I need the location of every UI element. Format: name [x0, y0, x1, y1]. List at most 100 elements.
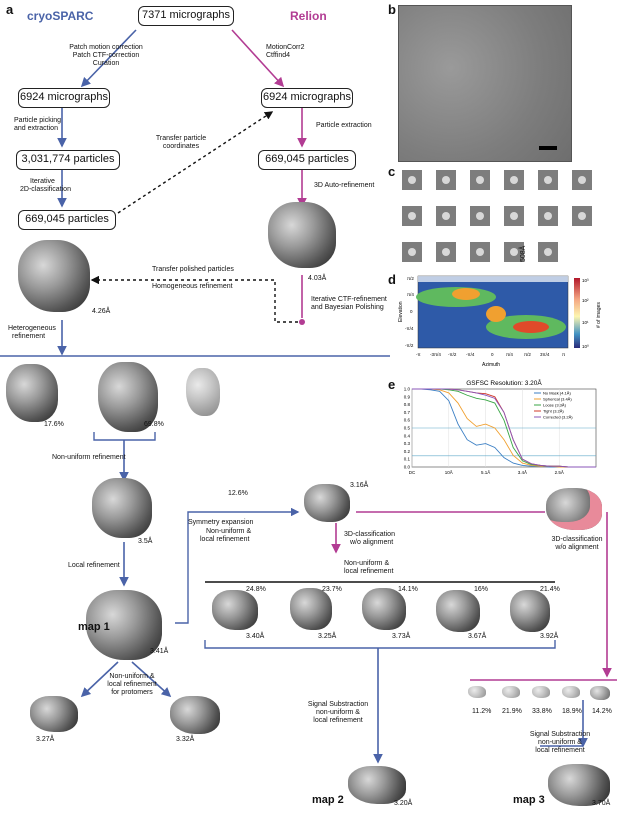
step-patch-motion: Patch motion correction — [69, 44, 143, 51]
density-map-3 — [548, 764, 610, 806]
fsc-ytick-label: 0.2 — [404, 449, 411, 454]
pct-21-4: 21.4% — [540, 586, 560, 593]
res-3-25: 3.25Å — [318, 633, 337, 640]
density-mini-14-2 — [590, 686, 610, 700]
step-and-extraction: and extraction — [14, 125, 58, 132]
fsc-ytick-label: 1.0 — [404, 387, 411, 392]
class-average — [572, 206, 592, 226]
step-nu-local-2: local refinement — [200, 536, 250, 543]
fsc-ytick-label: 0.8 — [404, 402, 411, 407]
step-protomer-2: local refinement — [107, 681, 157, 688]
density-class-24-8 — [212, 590, 258, 630]
fsc-xtick-label: 2.5Å — [555, 469, 564, 475]
polar-xtick: -3π/4 — [430, 352, 441, 357]
polar-xtick: 3π/4 — [540, 352, 550, 357]
step-particle-picking: Particle picking — [14, 117, 62, 124]
fsc-ytick-label: 0.0 — [404, 465, 411, 470]
res-3-40: 3.40Å — [246, 633, 265, 640]
class-average — [402, 206, 422, 226]
step-signal-1: Signal Substraction — [307, 701, 369, 708]
density-map-3-27 — [30, 696, 78, 732]
class-average — [470, 206, 490, 226]
fsc-ytick-label: 0.9 — [404, 394, 411, 399]
density-class-17-6 — [6, 364, 58, 422]
polar-xtick: π/4 — [506, 352, 513, 357]
fsc-chart: GSFSC Resolution: 3.20Å 1.00.90.80.70.60… — [404, 378, 597, 475]
fsc-legend-label: Corrected (3.2Å) — [543, 415, 573, 420]
pct-12-6: 12.6% — [228, 490, 248, 497]
fsc-ytick-label: 0.5 — [404, 426, 411, 431]
polar-ctick: 10⁰ — [582, 344, 589, 349]
polar-xtick: 0 — [491, 352, 494, 357]
class-average — [504, 242, 524, 262]
class-average — [572, 170, 592, 190]
polar-xtick: π/2 — [524, 352, 531, 357]
fsc-ytick-label: 0.4 — [404, 433, 411, 438]
polar-ytick: -π/4 — [405, 326, 414, 331]
panel-label-c: c — [388, 164, 396, 179]
step-heterogeneous-1: Heterogeneous — [8, 325, 56, 332]
class-average — [402, 170, 422, 190]
pct-33-8: 33.8% — [532, 708, 552, 715]
density-map-1 — [86, 590, 162, 660]
res-3-70: 3.70Å — [592, 800, 611, 807]
fsc-xtick-label: 5.1Å — [481, 469, 490, 475]
res-3-16: 3.16Å — [350, 482, 369, 489]
fsc-title: GSFSC Resolution: 3.20Å — [466, 378, 542, 387]
density-class-14-1 — [362, 588, 406, 630]
polar-xtick: -π/2 — [448, 352, 457, 357]
step-nonuniform: Non-uniform refinement — [52, 454, 126, 461]
step-protomer-3: for protomers — [111, 689, 153, 696]
step-bayesian: and Bayesian Polishing — [311, 304, 384, 311]
polar-ctick: 10² — [582, 298, 589, 303]
polar-xtick: π — [562, 352, 565, 357]
angular-distribution-plot: Elevation Azimuth # of images π/2 π/4 0 … — [398, 275, 602, 368]
res-3-27: 3.27Å — [36, 736, 55, 743]
density-map-relion-sym — [546, 488, 602, 530]
step-signal-3: local refinement — [313, 717, 363, 724]
step-homogeneous: Homogeneous refinement — [152, 283, 233, 290]
fsc-series-line — [412, 388, 596, 468]
fsc-ytick-label: 0.7 — [404, 410, 411, 415]
step-nu-local-b1: Non-uniform & — [344, 560, 390, 567]
step-motioncorr: MotionCorr2 — [266, 44, 305, 51]
step-signal-2: non-uniform & — [316, 709, 360, 716]
fsc-ytick-label: 0.1 — [404, 457, 411, 462]
cryosparc-header: cryoSPARC — [27, 9, 94, 23]
step-3d-auto-refinement: 3D Auto-refinement — [314, 182, 375, 189]
box-rel-669045-particles: 669,045 particles — [258, 150, 356, 170]
class-average — [436, 242, 456, 262]
micrograph-image — [398, 5, 572, 162]
class-average — [470, 242, 490, 262]
step-signal-r3: local refinement — [535, 747, 585, 754]
density-class-minor — [186, 368, 220, 416]
pct-69-8: 69.8% — [144, 421, 164, 428]
pct-14-1: 14.1% — [398, 586, 418, 593]
class-average — [402, 242, 422, 262]
polar-ytick: 0 — [410, 309, 413, 314]
step-local: Local refinement — [68, 562, 120, 569]
pct-24-8: 24.8% — [246, 586, 266, 593]
class-average — [538, 170, 558, 190]
polar-ytick: π/4 — [407, 292, 414, 297]
class-average — [538, 242, 558, 262]
fsc-xtick-label: 10Å — [445, 469, 453, 475]
res-4-26: 4.26Å — [92, 308, 111, 315]
density-mini-11-2 — [468, 686, 486, 698]
density-map-3-5 — [92, 478, 152, 538]
res-3-41: 3.41Å — [150, 648, 169, 655]
polar-ytick: -π/2 — [405, 343, 414, 348]
step-transfer-polished: Transfer polished particles — [152, 266, 234, 273]
density-class-21-4 — [510, 590, 550, 632]
polar-xtick: -π — [416, 352, 421, 357]
fsc-legend-label: Spherical (3.4Å) — [543, 397, 572, 402]
step-transfer-coords-2: coordinates — [162, 143, 200, 150]
step-signal-r2: non-uniform & — [538, 739, 582, 746]
step-iterative: Iterative — [30, 178, 55, 185]
box-7371-micrographs: 7371 micrographs — [138, 6, 234, 26]
step-class3d-2: w/o alignment — [350, 539, 394, 546]
step-symmetry: Symmetry expansion — [188, 519, 254, 526]
polar-ctick: 10³ — [582, 278, 589, 283]
